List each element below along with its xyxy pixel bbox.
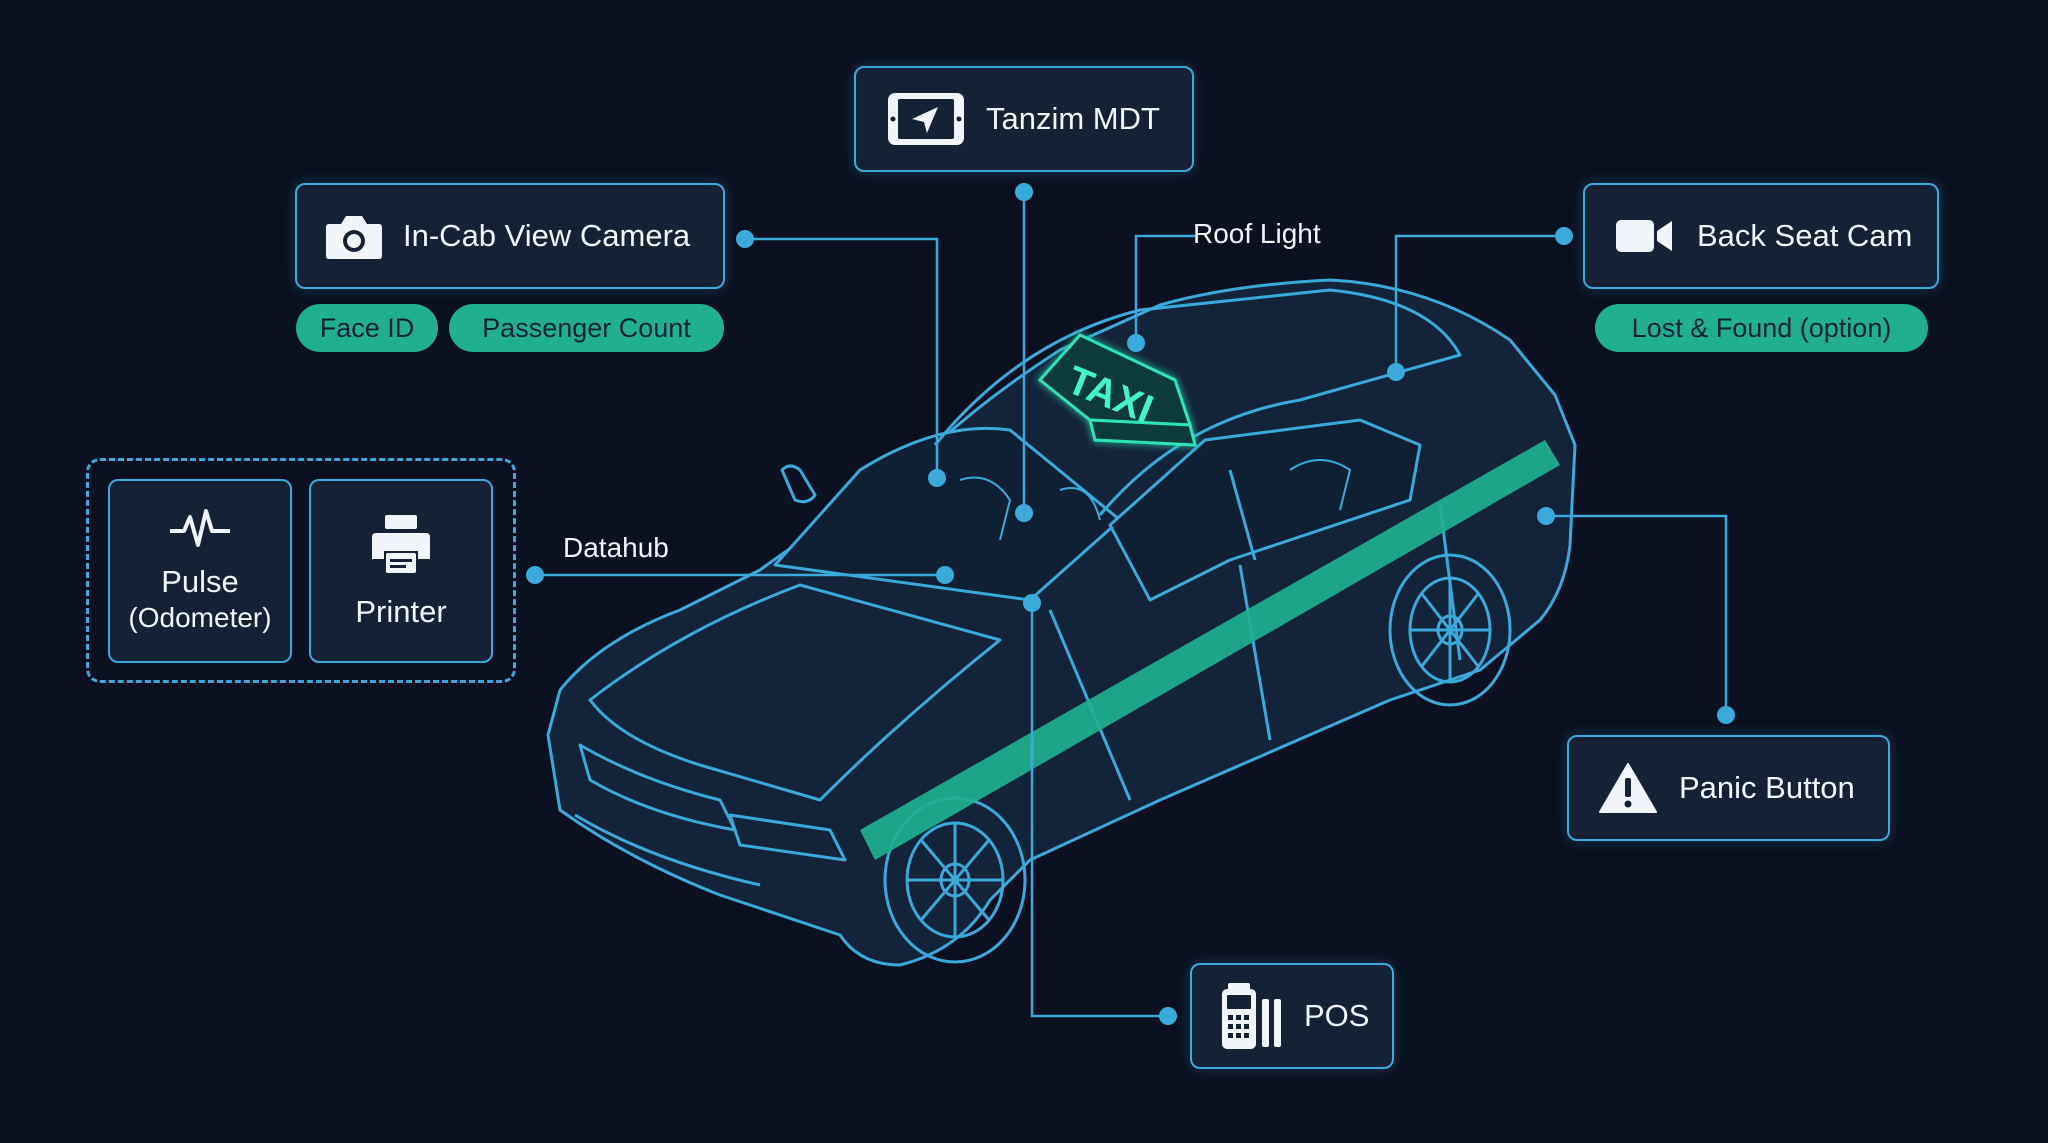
taxi-stripe bbox=[860, 440, 1560, 860]
car-mirror bbox=[780, 464, 817, 504]
in-cab-camera-box: In-Cab View Camera bbox=[295, 183, 725, 289]
peripherals-group bbox=[86, 458, 516, 683]
datahub-label: Datahub bbox=[563, 532, 669, 563]
pos-label: POS bbox=[1304, 998, 1370, 1033]
pos-box: POS bbox=[1190, 963, 1394, 1069]
tanzim-mdt-box: Tanzim MDT bbox=[854, 66, 1194, 172]
panic-button-label: Panic Button bbox=[1679, 770, 1855, 805]
printer-box: Printer bbox=[309, 479, 493, 663]
passenger-count-tag: Passenger Count bbox=[449, 304, 724, 352]
car-body bbox=[546, 278, 1577, 967]
connector-lines bbox=[535, 192, 1728, 1018]
connector-camera bbox=[745, 237, 939, 478]
pulse-wave-icon bbox=[168, 507, 232, 556]
card-terminal-icon bbox=[1220, 981, 1286, 1051]
car-windshield bbox=[773, 426, 1122, 602]
roof-light-label: Roof Light bbox=[1193, 218, 1321, 249]
pulse-label: Pulse bbox=[161, 563, 239, 599]
back-seat-cam-box: Back Seat Cam bbox=[1583, 183, 1939, 289]
connector-pos bbox=[1030, 603, 1168, 1018]
camera-icon bbox=[325, 212, 383, 260]
connector-back-seat-cam bbox=[1394, 234, 1564, 372]
in-cab-camera-label: In-Cab View Camera bbox=[403, 218, 691, 253]
tablet-navigation-icon bbox=[886, 91, 966, 147]
back-seat-cam-label: Back Seat Cam bbox=[1697, 218, 1913, 253]
connector-panic bbox=[1546, 514, 1728, 715]
rear-wheel bbox=[1388, 553, 1512, 707]
car-headlight bbox=[728, 813, 847, 862]
panic-button-box: Panic Button bbox=[1567, 735, 1890, 841]
connector-dots bbox=[526, 183, 1735, 1025]
connector-roof-light bbox=[1134, 234, 1195, 343]
face-id-tag: Face ID bbox=[296, 304, 438, 352]
car-hood bbox=[588, 583, 1002, 802]
pulse-sublabel: (Odometer) bbox=[128, 601, 272, 633]
printer-icon bbox=[370, 513, 432, 580]
printer-label: Printer bbox=[355, 593, 447, 629]
warning-triangle-icon bbox=[1599, 762, 1657, 814]
lost-found-tag: Lost & Found (option) bbox=[1595, 304, 1928, 352]
pulse-box: Pulse (Odometer) bbox=[108, 479, 292, 663]
video-camera-icon bbox=[1615, 217, 1673, 255]
tanzim-mdt-label: Tanzim MDT bbox=[986, 101, 1160, 136]
